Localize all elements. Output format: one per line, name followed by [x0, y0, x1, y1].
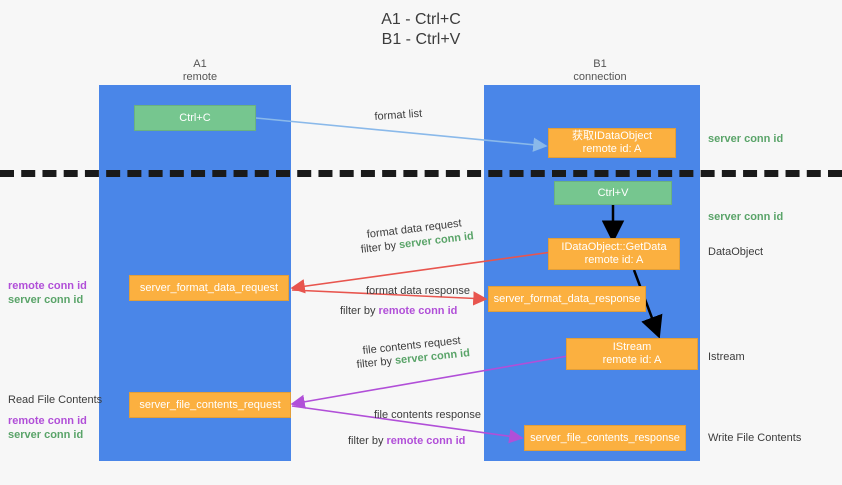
- filter-prefix-1: filter by: [360, 239, 400, 256]
- column-header-a1: A1 remote: [140, 58, 260, 84]
- node-idataobject-getdata-remote-id: remote id: A: [584, 254, 644, 266]
- node-idataobject-getdata-label: IDataObject::GetData: [561, 241, 667, 253]
- node-server-file-contents-request[interactable]: server_file_contents_request: [129, 392, 291, 418]
- edge-label-format-data-response: format data response: [366, 285, 470, 297]
- node-ctrl-c-label: Ctrl+C: [179, 111, 211, 124]
- node-ctrl-v[interactable]: Ctrl+V: [554, 181, 672, 205]
- column-a1-name: A1: [193, 58, 207, 70]
- node-idataobject-getdata[interactable]: IDataObject::GetData remote id: A: [548, 238, 680, 270]
- node-ctrl-v-label: Ctrl+V: [597, 186, 629, 199]
- annotation-remote-conn-id-2: remote conn id: [8, 415, 87, 427]
- annotation-istream: Istream: [708, 351, 745, 363]
- filter-prefix-4: filter by: [348, 435, 387, 447]
- filter-prefix-2: filter by: [340, 305, 379, 317]
- node-istream[interactable]: IStream remote id: A: [566, 338, 698, 370]
- node-server-file-contents-request-label: server_file_contents_request: [139, 398, 281, 411]
- column-b1-name: B1: [593, 58, 607, 70]
- node-get-idataobject[interactable]: 获取IDataObject remote id: A: [548, 128, 676, 158]
- node-server-file-contents-response[interactable]: server_file_contents_response: [524, 425, 686, 451]
- filter-prefix-3: filter by: [356, 354, 396, 371]
- title-line-2: B1 - Ctrl+V: [381, 31, 461, 48]
- node-server-format-data-request-label: server_format_data_request: [139, 281, 279, 294]
- node-server-format-data-response-label: server_format_data_response: [493, 292, 641, 305]
- phase-divider: [0, 170, 842, 177]
- annotation-server-conn-id-1: server conn id: [8, 294, 84, 306]
- column-b1-sub: connection: [573, 71, 627, 83]
- filter-key-2: remote conn id: [378, 305, 458, 317]
- node-server-format-data-response[interactable]: server_format_data_response: [488, 286, 646, 312]
- annotation-server-conn-id-mid: server conn id: [708, 211, 784, 223]
- filter-key-4: remote conn id: [386, 435, 466, 447]
- node-ctrl-c[interactable]: Ctrl+C: [134, 105, 256, 131]
- edge-label-file-contents-response-filter: filter by remote conn id: [348, 434, 465, 449]
- node-get-idataobject-remote-id: remote id: A: [582, 143, 642, 155]
- annotation-write-file-contents: Write File Contents: [708, 432, 802, 444]
- page-title: A1 - Ctrl+C B1 - Ctrl+V: [0, 10, 842, 50]
- node-server-format-data-request[interactable]: server_format_data_request: [129, 275, 289, 301]
- edge-label-format-list: format list: [374, 107, 423, 123]
- annotation-dataobject: DataObject: [708, 246, 764, 258]
- annotation-server-conn-id-top: server conn id: [708, 133, 784, 145]
- annotation-server-conn-id-2: server conn id: [8, 429, 84, 441]
- node-istream-label: IStream: [612, 341, 652, 353]
- edge-label-file-contents-response: file contents response: [374, 409, 482, 421]
- annotation-remote-conn-id-1: remote conn id: [8, 280, 87, 292]
- column-a1-sub: remote: [182, 71, 218, 83]
- title-line-1: A1 - Ctrl+C: [381, 11, 461, 28]
- column-header-b1: B1 connection: [540, 58, 660, 84]
- node-istream-remote-id: remote id: A: [602, 354, 662, 366]
- node-server-file-contents-response-label: server_file_contents_response: [530, 431, 680, 444]
- node-get-idataobject-label: 获取IDataObject: [571, 130, 653, 142]
- annotation-read-file-contents: Read File Contents: [8, 394, 103, 406]
- edge-label-format-data-response-filter: filter by remote conn id: [340, 304, 457, 319]
